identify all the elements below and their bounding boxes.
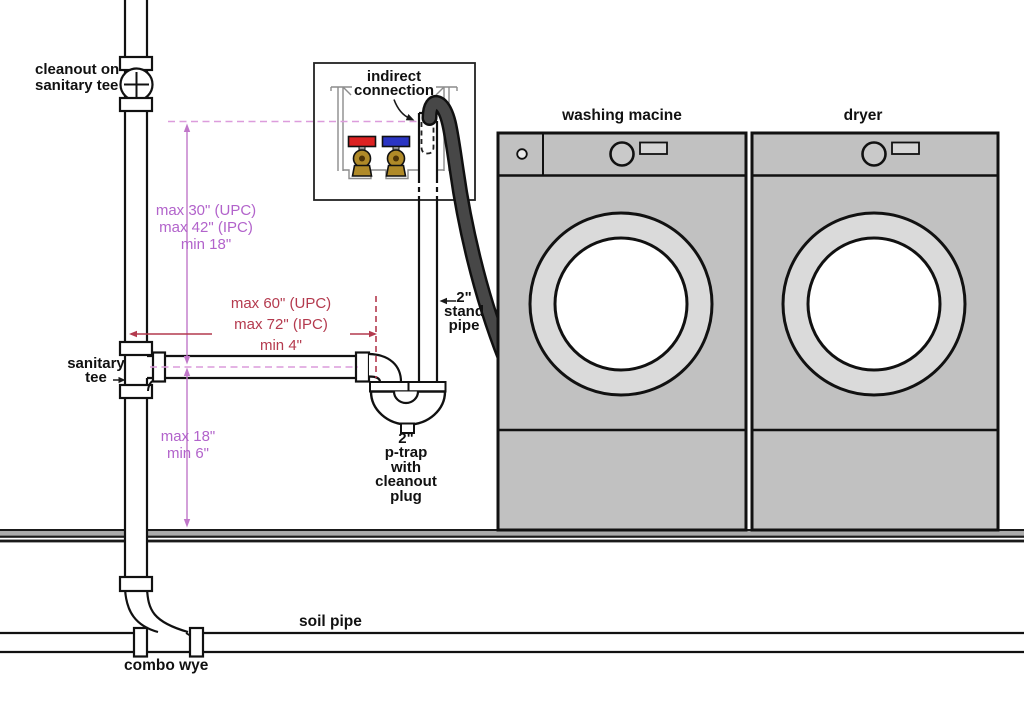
standpipe (417, 111, 439, 382)
sanitary-tee-label: sanitary tee (67, 355, 125, 386)
trap-arm-dimension (129, 296, 377, 378)
trap-height-dimension (183, 367, 191, 528)
dryer (750, 131, 1000, 532)
standpipe-height-dimension-text: max 30" (UPC) max 42" (IPC) min 18" (155, 201, 257, 254)
washing-machine-label: washing macine (562, 106, 682, 124)
dryer-label: dryer (843, 106, 883, 124)
sanitary-tee-arrow (113, 376, 126, 384)
trap-cleanout-plug (400, 422, 415, 434)
p-trap (368, 352, 447, 434)
washer-door-glass (553, 236, 689, 372)
washer-display (639, 141, 668, 155)
standpipe-label: 2" stand pipe (443, 289, 484, 334)
cleanout-label: cleanout on sanitary tee (35, 61, 120, 94)
dryer-door-glass (806, 236, 942, 372)
dryer-knob (861, 141, 887, 167)
dryer-display (891, 141, 920, 155)
standpipe-arrow (439, 297, 456, 305)
dimension-lines (129, 120, 418, 528)
soil-pipe (0, 631, 1024, 654)
label-arrows (113, 99, 456, 384)
trap-height-dimension-text: max 18" min 6" (160, 428, 216, 462)
indirect-connection-arrow (393, 99, 415, 121)
trap-arm-dimension-text: max 60" (UPC) max 72" (IPC) min 4" (230, 295, 332, 354)
stack-coupling (118, 575, 154, 593)
cleanout-fitting (118, 55, 154, 113)
standpipe-height-dimension (183, 123, 191, 365)
combo-wye-fitting (123, 587, 205, 658)
washer-knob (609, 141, 635, 167)
washing-machine (496, 131, 748, 532)
cold-water-valve (381, 135, 411, 177)
indirect-connection-label: indirect connection (353, 67, 434, 99)
p-trap-label: 2" p-trap with cleanout plug (375, 429, 437, 505)
washer-power-button (516, 148, 528, 160)
drain-hose (421, 94, 513, 366)
hose-end-hidden (420, 122, 435, 155)
hot-water-valve (347, 135, 377, 177)
soil-pipe-label: soil pipe (299, 612, 362, 630)
trap-arm-pipe (147, 351, 371, 383)
combo-wye-label: combo wye (124, 656, 209, 674)
